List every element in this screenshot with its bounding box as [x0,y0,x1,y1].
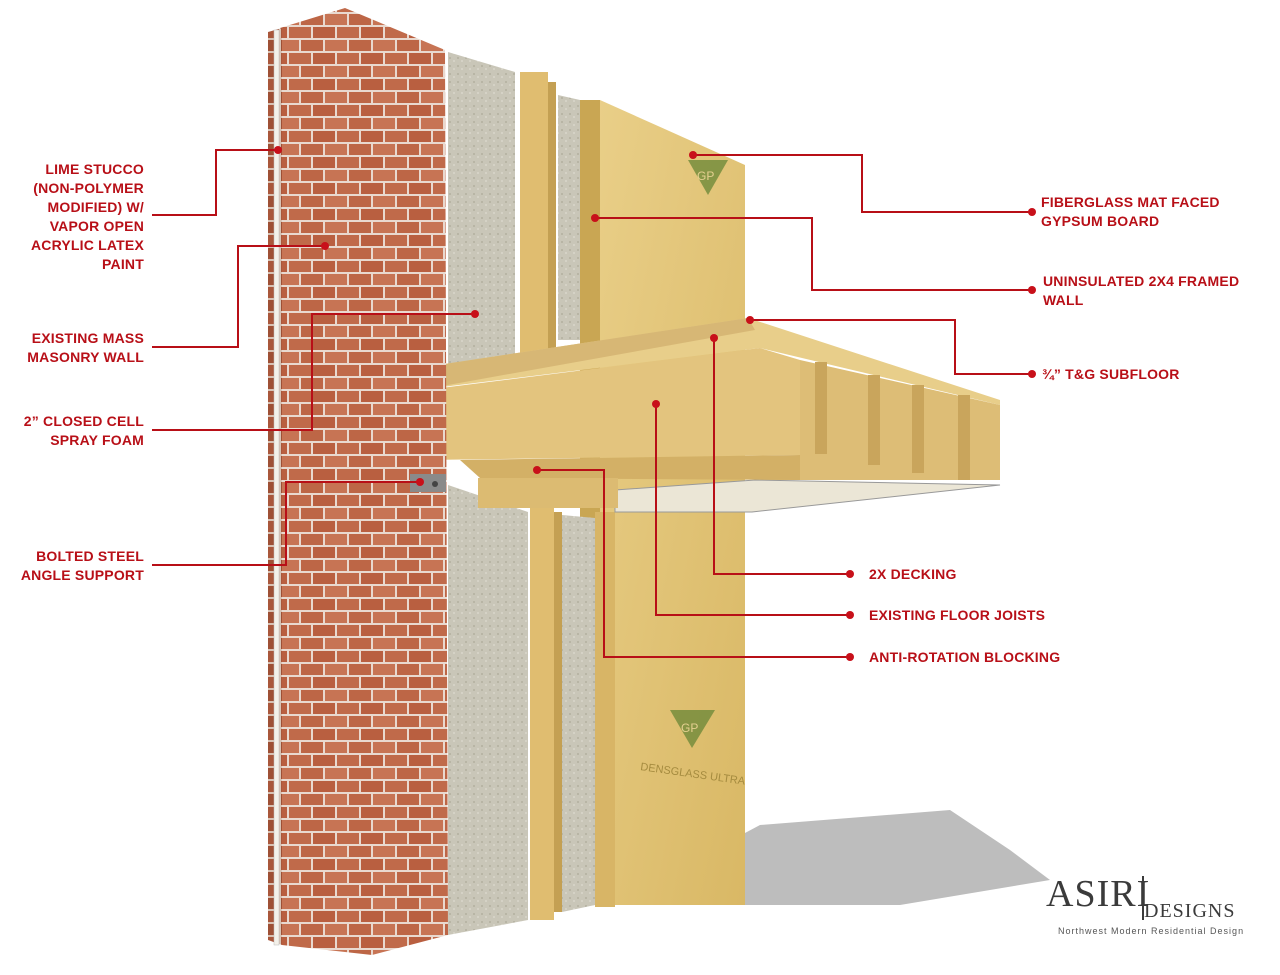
stud-upper-side [548,82,556,362]
brand-tagline: Northwest Modern Residential Design [1058,926,1245,936]
board-logo-bottom: GP [670,710,715,748]
leader-lines [152,149,1032,658]
dot-subfloor-end [1028,370,1036,378]
label-floor-joists: EXISTING FLOOR JOISTS [869,607,1046,623]
dot-framed-wall [591,214,599,222]
dot-floor-joists-end [846,611,854,619]
stud-lower [530,508,554,920]
spray-foam-layer-back-lower [562,515,595,912]
leader-steel-angle [152,481,420,566]
label-gypsum-board: FIBERGLASS MAT FACED GYPSUM BOARD [1041,194,1220,229]
label-decking: 2X DECKING [869,566,957,582]
leader-dots [274,146,1036,661]
dot-spray-foam [471,310,479,318]
stud-lower-side [554,512,562,912]
leader-floor-joists [655,404,850,616]
label-subfloor: ¾” T&G SUBFLOOR [1042,366,1180,382]
label-lime-stucco: LIME STUCCO (NON-POLYMER MODIFIED) W/ VA… [30,161,144,272]
dot-framed-wall-end [1028,286,1036,294]
leader-gypsum-board [693,154,1032,213]
dot-blocking [533,466,541,474]
leader-spray-foam [152,313,475,431]
ceiling-board [614,479,1001,513]
leader-blocking [537,469,850,658]
rim-board [425,348,800,460]
brand-logo: ASIRI DESIGNS Northwest Modern Residenti… [1046,872,1266,942]
label-steel-angle: BOLTED STEEL ANGLE SUPPORT [20,548,144,583]
dot-blocking-end [846,653,854,661]
leader-lime-stucco [152,149,278,216]
brand-suffix: DESIGNS [1144,900,1236,922]
spray-foam-layer [448,52,515,365]
label-existing-masonry: EXISTING MASS MASONRY WALL [27,330,144,365]
dot-existing-masonry [321,242,329,250]
dot-gypsum-board [689,151,697,159]
spray-foam-layer-back [558,95,580,340]
brand-divider [1142,876,1144,920]
leader-framed-wall [595,217,1032,291]
steel-bolt [432,481,438,487]
svg-text:GP: GP [681,721,698,735]
stud-lower-2 [595,512,615,907]
ledger [478,478,618,508]
dot-subfloor [746,316,754,324]
leader-existing-masonry [152,245,325,348]
label-framed-wall: UNINSULATED 2X4 FRAMED WALL [1043,273,1240,308]
subfloor-edge [418,318,755,390]
dot-decking [710,334,718,342]
spray-foam-layer-lower [448,485,528,935]
stud-upper [520,72,548,364]
dot-floor-joists [652,400,660,408]
leader-decking [713,338,850,575]
brand-name: ASIRI [1046,873,1151,915]
label-spray-foam: 2” CLOSED CELL SPRAY FOAM [23,413,144,448]
dot-decking-end [846,570,854,578]
dot-steel-angle [416,478,424,486]
dot-lime-stucco [274,146,282,154]
stucco-line [273,29,280,946]
joist-ends [815,362,970,480]
board-logo-top: GP [688,160,728,195]
label-blocking: ANTI-ROTATION BLOCKING [869,649,1061,665]
leader-subfloor [750,319,1032,375]
dot-gypsum-board-end [1028,208,1036,216]
svg-text:GP: GP [697,169,714,183]
